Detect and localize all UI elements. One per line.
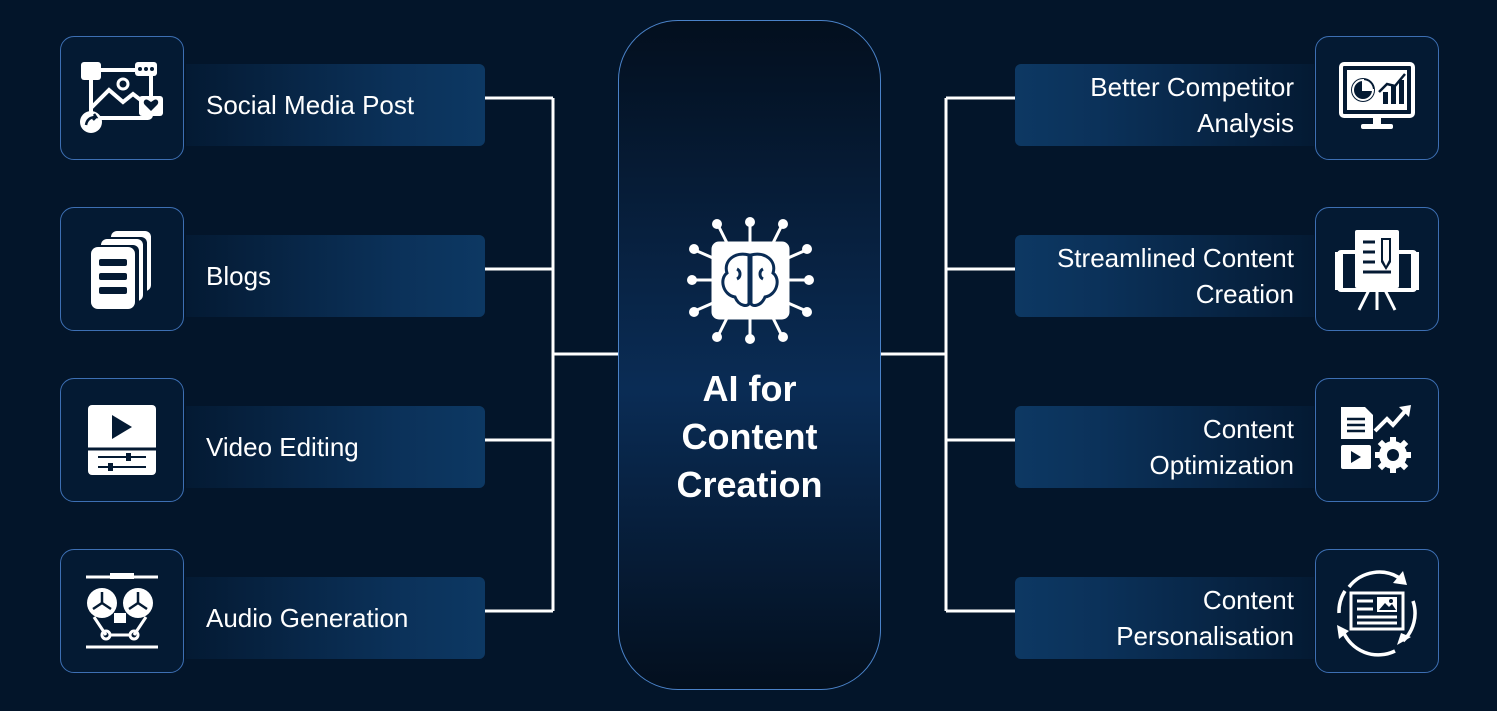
right-label-4-line-2: Personalisation [1116,621,1294,651]
audio-reel-icon [86,573,158,649]
right-icon-box-2 [1315,207,1439,331]
ai-brain-chip-icon [687,217,814,344]
left-icon-box-3 [60,378,184,502]
center-title-line-2: Content [681,416,818,457]
content-easel-icon [1335,230,1419,311]
left-icon-box-4 [60,549,184,673]
content-optimization-icon [1341,405,1411,473]
right-label-1-line-2: Analysis [1197,108,1294,138]
left-icon-box-2 [60,207,184,331]
analytics-monitor-icon [1339,62,1415,129]
right-label-2-line-1: Streamlined Content [1056,243,1294,273]
right-label-3-line-1: Content [1202,414,1294,444]
left-label-2: Blogs [186,235,485,317]
blog-documents-icon [91,231,151,309]
right-label-4-line-1: Content [1202,585,1294,615]
center-title: AI for Content Creation [619,365,880,509]
social-media-icon [80,62,163,133]
left-label-3: Video Editing [186,406,485,488]
left-icon-box-1 [60,36,184,160]
personalisation-cycle-icon [1337,570,1417,657]
left-label-1: Social Media Post [186,64,485,146]
video-editing-icon [88,405,156,475]
right-label-3-line-2: Optimization [1149,450,1295,480]
right-label-2-line-2: Creation [1195,279,1294,309]
right-icon-box-1 [1315,36,1439,160]
right-label-1-line-1: Better Competitor [1090,72,1294,102]
right-icon-box-3 [1315,378,1439,502]
center-hub: AI for Content Creation [618,20,881,690]
center-title-line-3: Creation [676,464,823,505]
left-label-4: Audio Generation [186,577,485,659]
center-title-line-1: AI for [702,368,797,409]
right-icon-box-4 [1315,549,1439,673]
